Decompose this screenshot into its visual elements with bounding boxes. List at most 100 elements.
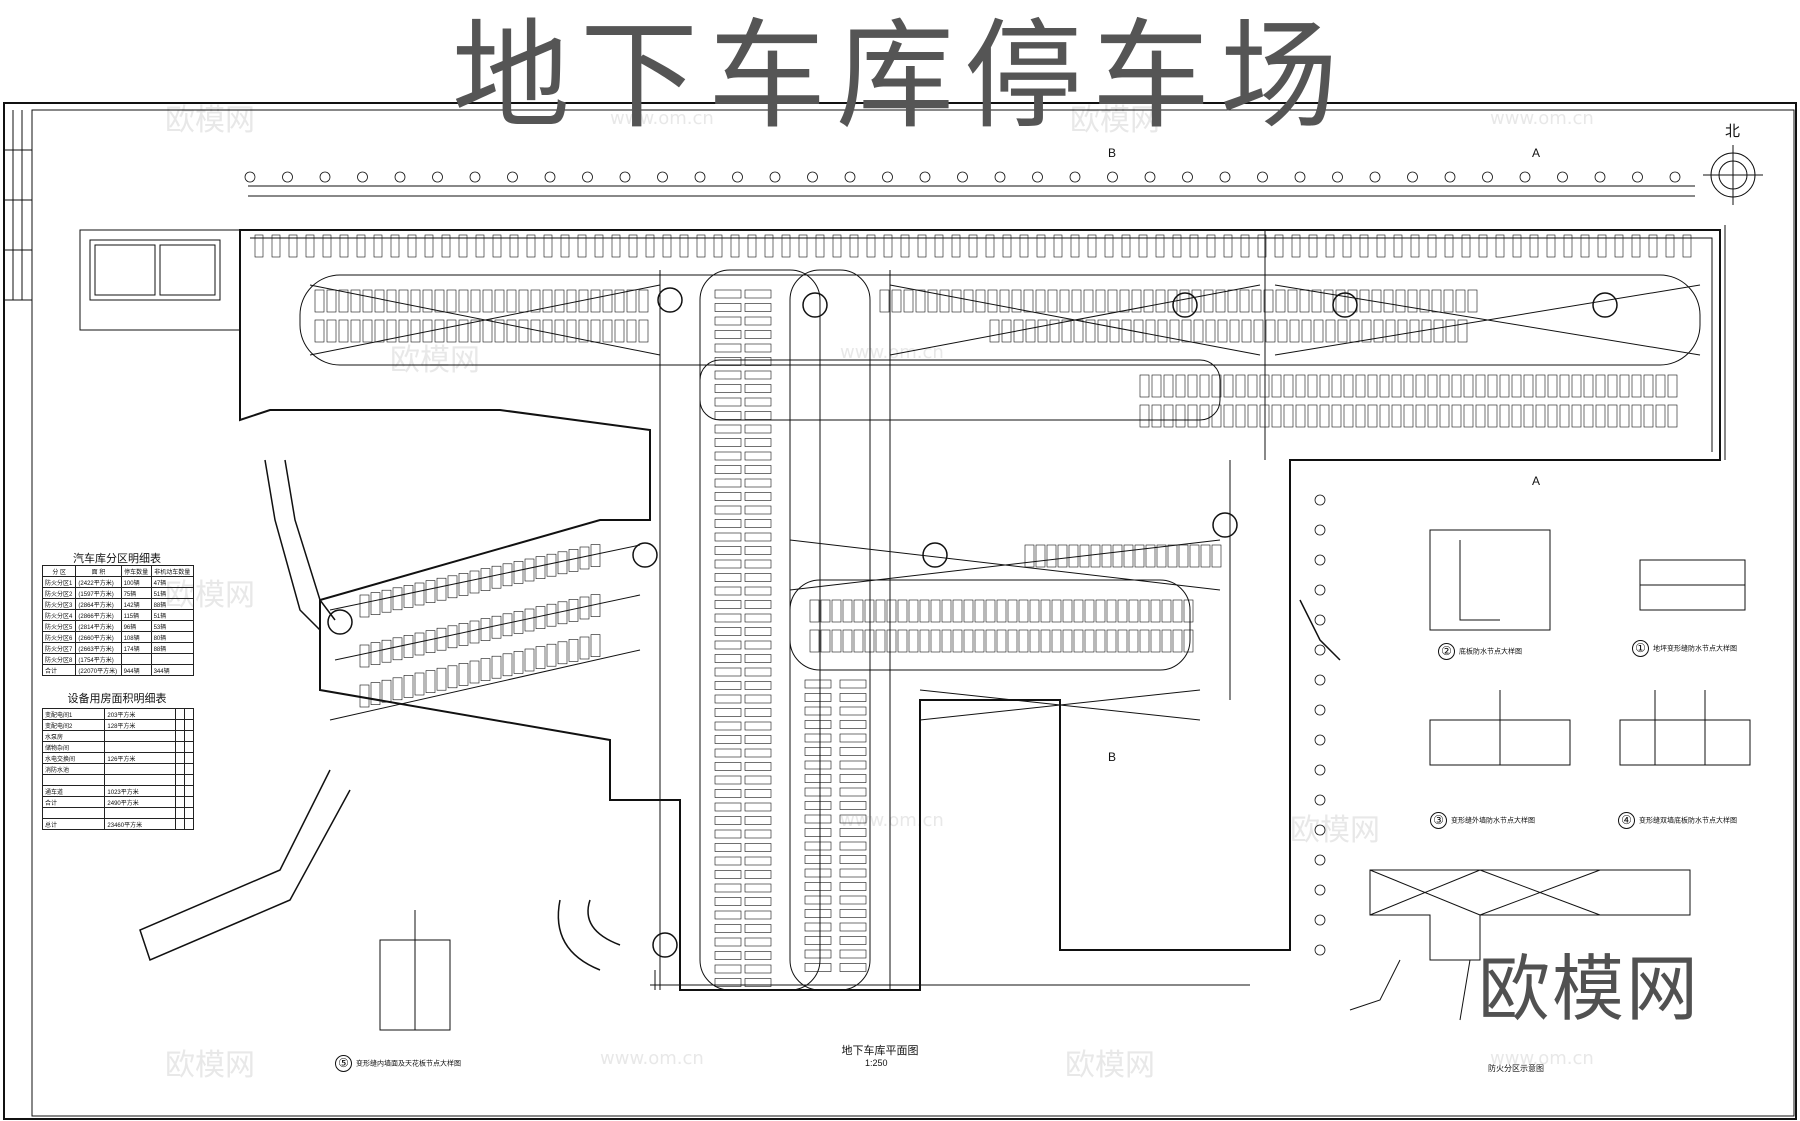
parking-stall	[425, 670, 436, 693]
parking-stall	[568, 599, 579, 622]
parking-stall	[815, 234, 825, 258]
parking-stall	[470, 289, 481, 313]
parking-stall	[338, 289, 349, 313]
parking-stall	[403, 635, 414, 658]
parking-stall	[853, 629, 864, 653]
parking-stall	[714, 465, 742, 474]
parking-stall	[362, 289, 373, 313]
parking-stall	[989, 319, 1000, 343]
watermark-url: www.om.cn	[840, 342, 944, 363]
parking-stall	[781, 234, 791, 258]
parking-stall	[1223, 234, 1233, 258]
parking-stall	[638, 319, 649, 343]
parking-stall	[1355, 374, 1366, 398]
parking-stall	[996, 599, 1007, 623]
parking-stall	[1157, 319, 1168, 343]
parking-stall	[714, 802, 742, 812]
parking-stall	[447, 575, 458, 599]
parking-stall	[714, 478, 742, 488]
parking-stall	[1467, 289, 1478, 313]
parking-stall	[941, 629, 952, 653]
parking-stall	[1240, 234, 1250, 258]
parking-stall	[546, 643, 557, 667]
parking-stall	[381, 639, 392, 663]
parking-stall	[1181, 319, 1192, 343]
parking-stall	[839, 841, 867, 851]
parking-stall	[952, 629, 963, 653]
parking-stall	[1200, 544, 1211, 568]
parking-stall	[1128, 599, 1139, 623]
parking-stall	[744, 748, 772, 758]
parking-stall	[1257, 234, 1267, 258]
parking-stall	[714, 789, 742, 798]
parking-stall	[744, 559, 772, 569]
parking-stall	[542, 319, 553, 343]
parking-stall	[831, 629, 842, 653]
parking-stall	[839, 895, 867, 905]
parking-stall	[1667, 404, 1678, 428]
parking-stall	[350, 289, 361, 313]
parking-stall	[714, 883, 742, 893]
parking-stall	[1667, 374, 1678, 398]
parking-stall	[996, 629, 1007, 653]
parking-stall	[1343, 374, 1354, 398]
parking-stall	[1073, 319, 1084, 343]
parking-stall	[1373, 319, 1384, 343]
parking-stall	[579, 596, 590, 620]
grid-axis-bubble	[1369, 171, 1381, 183]
parking-stall	[747, 234, 757, 258]
parking-stall	[804, 868, 832, 878]
parking-stall	[832, 234, 842, 258]
parking-stall	[374, 319, 385, 343]
parking-stall	[839, 774, 867, 783]
parking-stall	[985, 629, 996, 653]
parking-stall	[1595, 374, 1606, 398]
parking-stall	[886, 599, 897, 623]
parking-stall	[1359, 234, 1369, 258]
parking-stall	[744, 586, 772, 596]
parking-stall	[744, 532, 772, 542]
parking-stall	[744, 303, 772, 312]
parking-stall	[1457, 319, 1468, 343]
parking-stall	[1325, 319, 1336, 343]
parking-stall	[628, 234, 638, 258]
parking-stall	[744, 883, 772, 893]
parking-stall	[1068, 544, 1079, 568]
parking-stall	[744, 411, 772, 420]
parking-stall	[1123, 544, 1134, 568]
parking-stall	[1071, 289, 1082, 313]
table-header: 分 区 面 积 停车数量 非机动车数量	[41, 565, 195, 577]
parking-stall	[798, 234, 808, 258]
parking-stall	[1247, 374, 1258, 398]
parking-stall	[1523, 404, 1534, 428]
parking-stall	[1415, 404, 1426, 428]
parking-stall	[930, 599, 941, 623]
parking-stall	[436, 627, 447, 651]
parking-stall	[1265, 319, 1276, 343]
grid-axis-bubble	[432, 171, 443, 183]
parking-stall	[1383, 289, 1394, 313]
parking-stall	[403, 585, 414, 608]
parking-stall	[1117, 629, 1128, 653]
parking-stall	[1395, 289, 1406, 313]
parking-stall	[1049, 319, 1060, 343]
parking-stall	[410, 289, 421, 313]
parking-stall	[714, 735, 742, 744]
parking-stall	[469, 660, 480, 684]
parking-stall	[1427, 404, 1438, 428]
parking-stall	[446, 319, 457, 343]
parking-stall	[1001, 319, 1012, 343]
parking-stall	[1478, 234, 1488, 258]
parking-stall	[1547, 374, 1558, 398]
parking-stall	[804, 679, 832, 689]
parking-stall	[1083, 289, 1094, 313]
section-marker: A	[1532, 474, 1541, 488]
parking-stall	[1251, 289, 1262, 313]
parking-stall	[897, 599, 908, 623]
parking-stall	[1289, 319, 1300, 343]
parking-stall	[390, 234, 400, 258]
parking-stall	[744, 735, 772, 744]
parking-stall	[744, 924, 772, 933]
parking-stall	[590, 594, 601, 617]
